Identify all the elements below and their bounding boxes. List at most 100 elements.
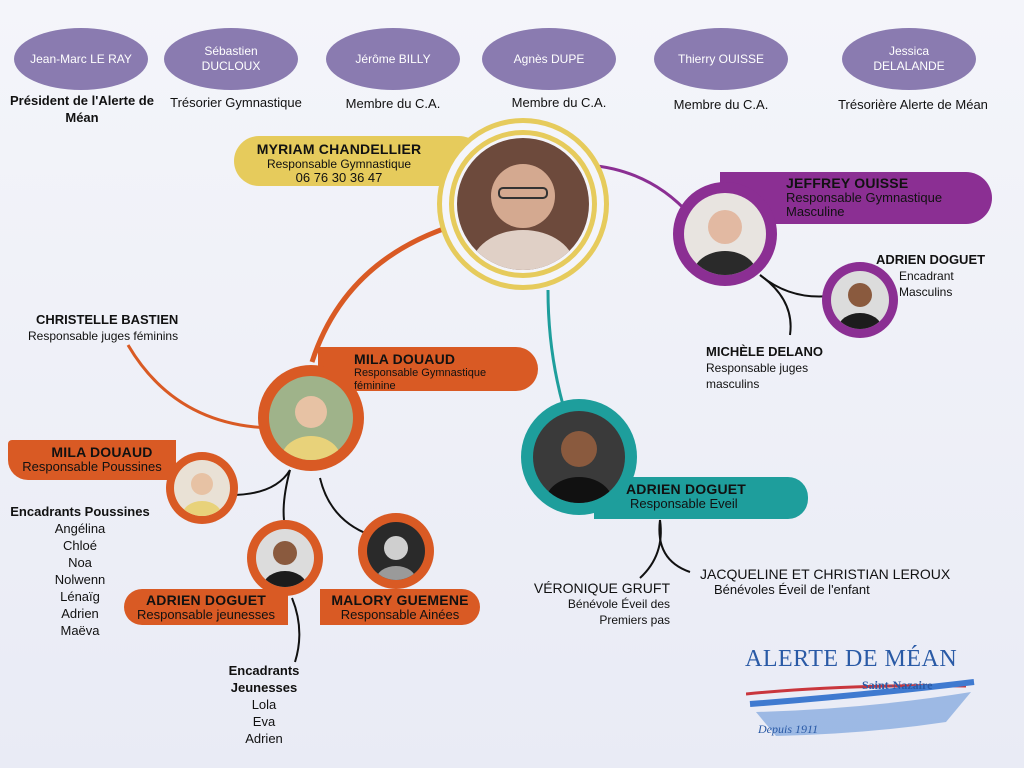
- person-avatar-icon: [471, 164, 575, 270]
- adrien-eveil-label: ADRIEN DOGUET Responsable Eveil: [594, 477, 808, 519]
- board-name-3: Agnès DUPE: [513, 51, 585, 66]
- poussines-member: Maëva: [60, 623, 100, 638]
- jeunesses-member: Eva: [252, 714, 276, 729]
- jeunesses-member: Lola: [251, 697, 277, 712]
- board-oval-1: Sébastien DUCLOUX: [164, 28, 298, 90]
- board-name-1: Sébastien DUCLOUX: [201, 44, 261, 73]
- central-role: Responsable Gymnastique: [266, 157, 412, 171]
- board-role-5: Trésorière Alerte de Méan: [838, 97, 988, 112]
- malory-role: Responsable Ainées: [340, 607, 460, 622]
- christelle-name: CHRISTELLE BASTIEN: [36, 312, 179, 327]
- malory-label: MALORY GUEMENE Responsable Ainées: [320, 589, 480, 625]
- board-name-5: Jessica DELALANDE: [873, 44, 945, 73]
- adrien-jeun-photo: [256, 529, 314, 587]
- mila-fem-photo-ring: [258, 365, 364, 471]
- board-role-1: Trésorier Gymnastique: [170, 95, 302, 110]
- poussines-member: Chloé: [63, 538, 97, 553]
- logo-city: Saint-Nazaire: [862, 678, 933, 692]
- person-avatar-icon: [545, 431, 613, 503]
- malory-name: MALORY GUEMENE: [331, 592, 469, 608]
- link-jeunesses-list: [291, 597, 301, 663]
- christelle-label: CHRISTELLE BASTIEN Responsable juges fém…: [28, 312, 228, 344]
- veronique-name: VÉRONIQUE GRUFT: [533, 580, 670, 596]
- link-central-mila: [309, 222, 456, 363]
- mila-fem-name: MILA DOUAUD: [354, 351, 456, 367]
- malory-photo-ring: [358, 513, 434, 589]
- link-christelle-mila: [126, 344, 271, 430]
- central-name: MYRIAM CHANDELLIER: [256, 141, 422, 157]
- link-mila-malory: [319, 477, 371, 536]
- link-jeffrey-adrien: [759, 274, 831, 298]
- board-oval-4: Thierry OUISSE: [654, 28, 788, 90]
- malory-photo: [367, 522, 425, 580]
- central-phone: 06 76 30 36 47: [295, 170, 383, 185]
- board-name-4: Thierry OUISSE: [677, 51, 764, 66]
- board-name-0: Jean-Marc LE RAY: [30, 51, 132, 66]
- board-role-0: Président de l'Alerte de Méan: [10, 93, 154, 125]
- board-oval-2: Jérôme BILLY: [326, 28, 460, 90]
- michele-role: Responsable juges masculins: [706, 361, 809, 391]
- veronique-role-1: Bénévole Éveil des: [567, 597, 670, 611]
- adrien-masc-photo-ring: [822, 262, 898, 338]
- poussines-list: Encadrants Poussines Angélina Chloé Noa …: [6, 503, 154, 639]
- adrien-jeun-label: ADRIEN DOGUET Responsable jeunesses: [124, 589, 288, 625]
- person-avatar-icon: [376, 536, 416, 580]
- board-name-2: Jérôme BILLY: [355, 51, 431, 66]
- adrien-eveil-role: Responsable Eveil: [630, 496, 738, 511]
- central-photo-ring: [437, 118, 609, 290]
- poussines-member: Noa: [68, 555, 92, 570]
- link-jeffrey-michele: [759, 274, 792, 336]
- person-avatar-icon: [693, 210, 757, 275]
- jeffrey-photo: [684, 193, 766, 275]
- central-photo: [457, 138, 589, 270]
- adrien-masc-role-1: Encadrant: [899, 269, 954, 283]
- michele-label: MICHÈLE DELANO Responsable juges masculi…: [706, 344, 856, 392]
- jacqueline-name: JACQUELINE ET CHRISTIAN LEROUX: [700, 566, 951, 582]
- link-mila-jeunesses: [282, 469, 291, 521]
- logo-swoosh: [746, 679, 975, 736]
- jacqueline-label: JACQUELINE ET CHRISTIAN LEROUX Bénévoles…: [700, 566, 1000, 598]
- jeunesses-member: Adrien: [245, 731, 283, 746]
- club-logo: ALERTE DE MÉAN Saint-Nazaire Depuis 1911: [740, 646, 1000, 746]
- adrien-jeun-role: Responsable jeunesses: [136, 607, 276, 622]
- link-central-eveil: [546, 289, 565, 406]
- person-avatar-icon: [182, 473, 222, 516]
- poussines-title: Encadrants Poussines: [10, 504, 150, 519]
- adrien-masc-name: ADRIEN DOGUET: [876, 252, 986, 267]
- board-oval-0: Jean-Marc LE RAY: [14, 28, 148, 90]
- poussines-member: Adrien: [61, 606, 99, 621]
- logo-since: Depuis 1911: [758, 722, 819, 736]
- mila-fem-photo: [269, 376, 353, 460]
- adrien-eveil-photo: [533, 411, 625, 503]
- poussines-member: Angélina: [54, 521, 106, 536]
- adrien-jeun-photo-ring: [247, 520, 323, 596]
- christelle-role: Responsable juges féminins: [28, 329, 179, 343]
- mila-pouss-photo-ring: [166, 452, 238, 524]
- mila-pouss-label: MILA DOUAUD Responsable Poussines: [8, 440, 176, 480]
- jeunesses-title: Encadrants Jeunesses: [228, 663, 300, 695]
- mila-pouss-photo: [174, 460, 230, 516]
- jeunesses-list: Encadrants Jeunesses Lola Eva Adrien: [214, 662, 314, 747]
- michele-name: MICHÈLE DELANO: [706, 344, 823, 359]
- jacqueline-role: Bénévoles Éveil de l'enfant: [714, 582, 870, 597]
- board-role-3: Membre du C.A.: [511, 95, 607, 110]
- adrien-eveil-photo-ring: [521, 399, 637, 515]
- poussines-member: Nolwenn: [54, 572, 106, 587]
- adrien-masc-label: ADRIEN DOGUET Encadrant Masculins: [876, 252, 1016, 300]
- mila-fem-role: Responsable Gymnastique féminine: [354, 367, 487, 392]
- board-oval-5: Jessica DELALANDE: [842, 28, 976, 90]
- person-avatar-icon: [838, 283, 882, 329]
- jeffrey-role: Responsable Gymnastique Masculine: [786, 190, 943, 219]
- mila-pouss-role: Responsable Poussines: [22, 459, 162, 474]
- jeffrey-label: JEFFREY OUISSE Responsable Gymnastique M…: [720, 172, 992, 224]
- board-role-4: Membre du C.A.: [673, 97, 769, 112]
- person-avatar-icon: [281, 396, 341, 460]
- link-eveil-veronique: [639, 519, 662, 579]
- adrien-masc-role-2: Masculins: [899, 285, 953, 299]
- veronique-role-2: Premiers pas: [599, 613, 670, 627]
- adrien-eveil-name: ADRIEN DOGUET: [626, 481, 747, 497]
- veronique-label: VÉRONIQUE GRUFT Bénévole Éveil des Premi…: [510, 580, 670, 628]
- mila-fem-label: MILA DOUAUD Responsable Gymnastique fémi…: [318, 347, 538, 392]
- link-mila-poussines: [229, 469, 291, 496]
